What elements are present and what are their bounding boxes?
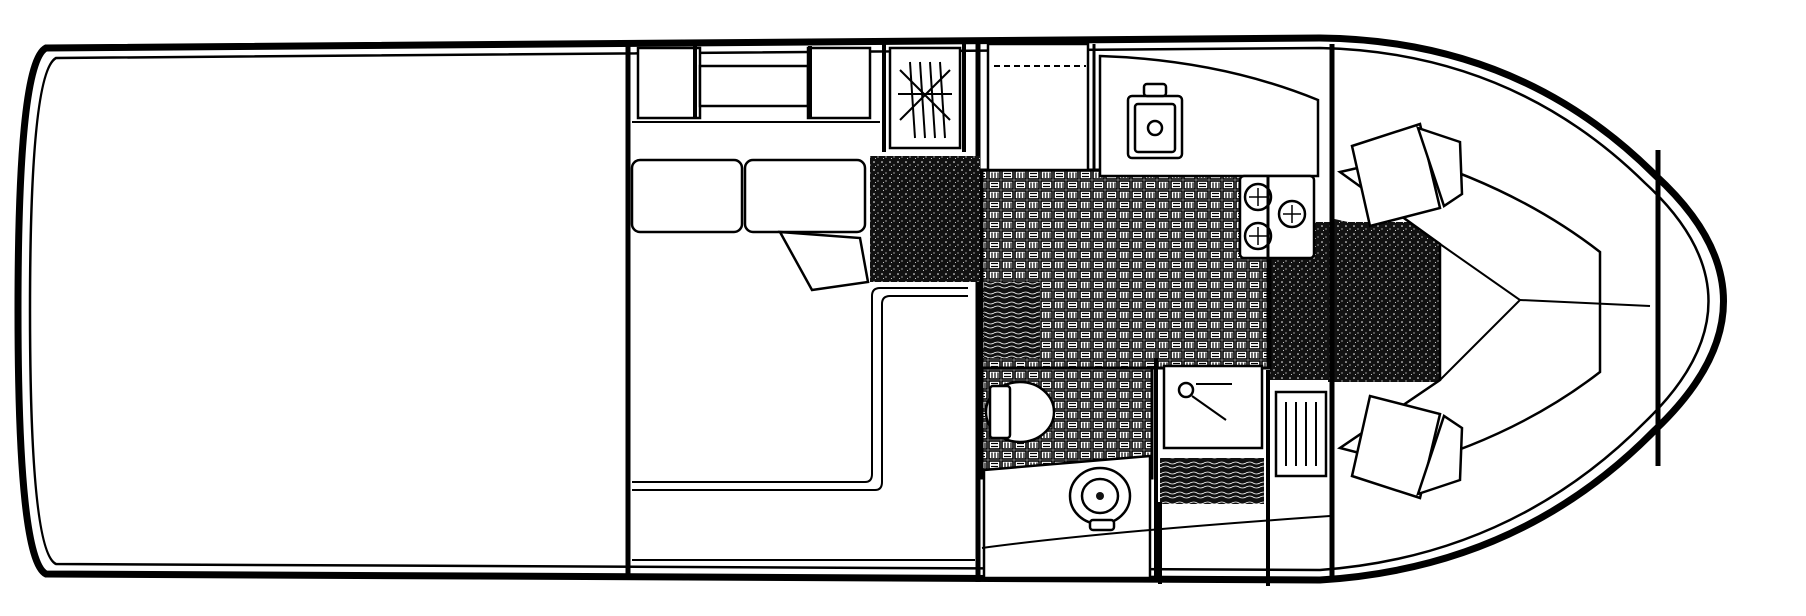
shower-floor <box>1160 458 1264 504</box>
salon-top-cabinets <box>632 46 880 123</box>
v-berth <box>1337 122 1651 500</box>
salon-carpet <box>870 156 980 282</box>
salon-settee <box>630 158 968 491</box>
hanging-locker <box>888 46 962 150</box>
toilet <box>984 380 1056 444</box>
galley-step <box>984 282 1040 358</box>
galley-sink <box>1126 82 1184 160</box>
galley-lower-edge <box>981 515 1331 549</box>
head-sink <box>982 454 1152 580</box>
stove <box>1238 174 1316 260</box>
v-berth-carpet <box>1328 218 1440 382</box>
hull-inner-line <box>28 46 1710 572</box>
forward-locker <box>1274 390 1328 478</box>
head-compartment <box>1154 358 1270 586</box>
